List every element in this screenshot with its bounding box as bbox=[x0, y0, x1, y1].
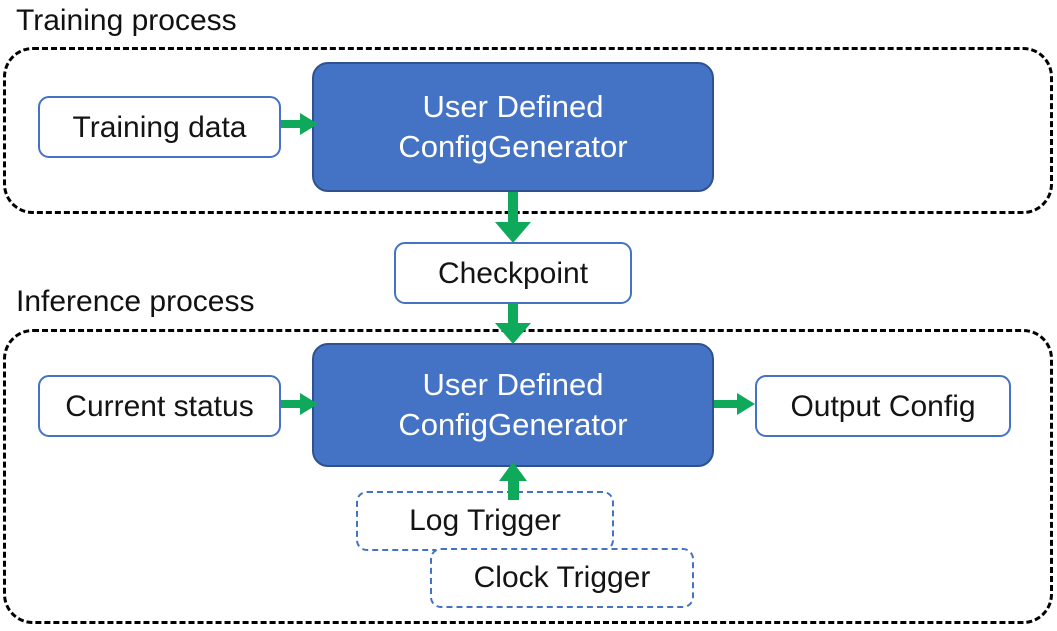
clock-trigger-box[interactable]: Clock Trigger bbox=[430, 548, 694, 608]
inference-config-generator-box[interactable]: User Defined ConfigGenerator bbox=[312, 343, 714, 467]
checkpoint-box[interactable]: Checkpoint bbox=[394, 242, 632, 304]
inference-process-heading: Inference process bbox=[16, 285, 255, 318]
training-process-heading: Training process bbox=[16, 4, 237, 37]
current-status-box[interactable]: Current status bbox=[38, 375, 281, 437]
training-data-box[interactable]: Training data bbox=[38, 96, 281, 158]
training-config-generator-box[interactable]: User Defined ConfigGenerator bbox=[312, 62, 714, 192]
training-generator-line1: User Defined bbox=[422, 89, 604, 125]
inference-generator-line1: User Defined bbox=[422, 367, 604, 403]
inference-generator-line2: ConfigGenerator bbox=[398, 407, 628, 442]
training-generator-line2: ConfigGenerator bbox=[398, 129, 628, 164]
log-trigger-box[interactable]: Log Trigger bbox=[356, 491, 614, 551]
output-config-box[interactable]: Output Config bbox=[755, 375, 1011, 437]
